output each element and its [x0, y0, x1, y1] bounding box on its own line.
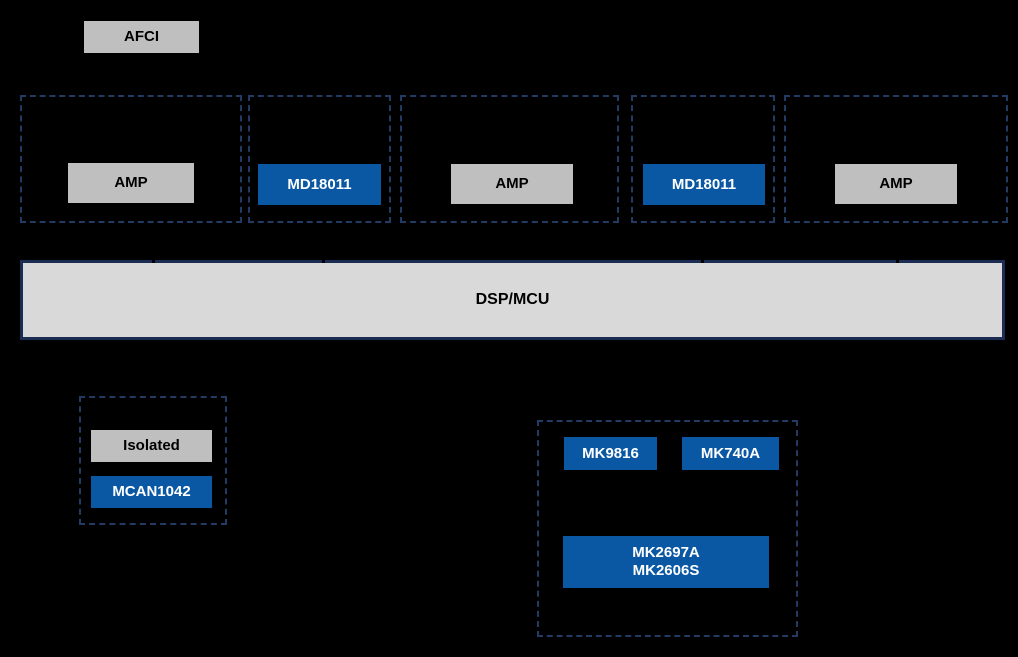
mk-group: MK9816 MK740A MK2697A MK2606S: [537, 420, 798, 637]
dashed-group-3: AMP: [400, 95, 619, 223]
dsp-mcu-bar: DSP/MCU: [20, 260, 1005, 340]
isolated-can-group: Isolated MCAN1042: [79, 396, 227, 525]
dashed-group-5: AMP: [784, 95, 1008, 223]
dashed-group-1: AMP: [20, 95, 242, 223]
amp-chip-3: AMP: [835, 164, 957, 204]
mk9816-chip: MK9816: [564, 437, 657, 470]
connector-tick-3: [701, 260, 704, 263]
connector-tick-2: [322, 260, 325, 263]
dashed-group-2: MD18011: [248, 95, 391, 223]
mk2606s-label: MK2606S: [632, 562, 700, 579]
mk2697a-mk2606s-chip: MK2697A MK2606S: [563, 536, 769, 588]
amp-chip-2: AMP: [451, 164, 573, 204]
connector-tick-4: [896, 260, 899, 263]
connector-tick-1: [152, 260, 155, 263]
mk2697a-label: MK2697A: [632, 544, 700, 561]
dsp-mcu-label: DSP/MCU: [475, 291, 550, 308]
md18011-chip-2: MD18011: [643, 164, 765, 205]
isolated-chip: Isolated: [91, 430, 212, 462]
afci-chip: AFCI: [84, 21, 199, 53]
dashed-group-4: MD18011: [631, 95, 775, 223]
amp-chip-1: AMP: [68, 163, 194, 203]
md18011-chip-1: MD18011: [258, 164, 381, 205]
mk740a-chip: MK740A: [682, 437, 779, 470]
mcan1042-chip: MCAN1042: [91, 476, 212, 508]
